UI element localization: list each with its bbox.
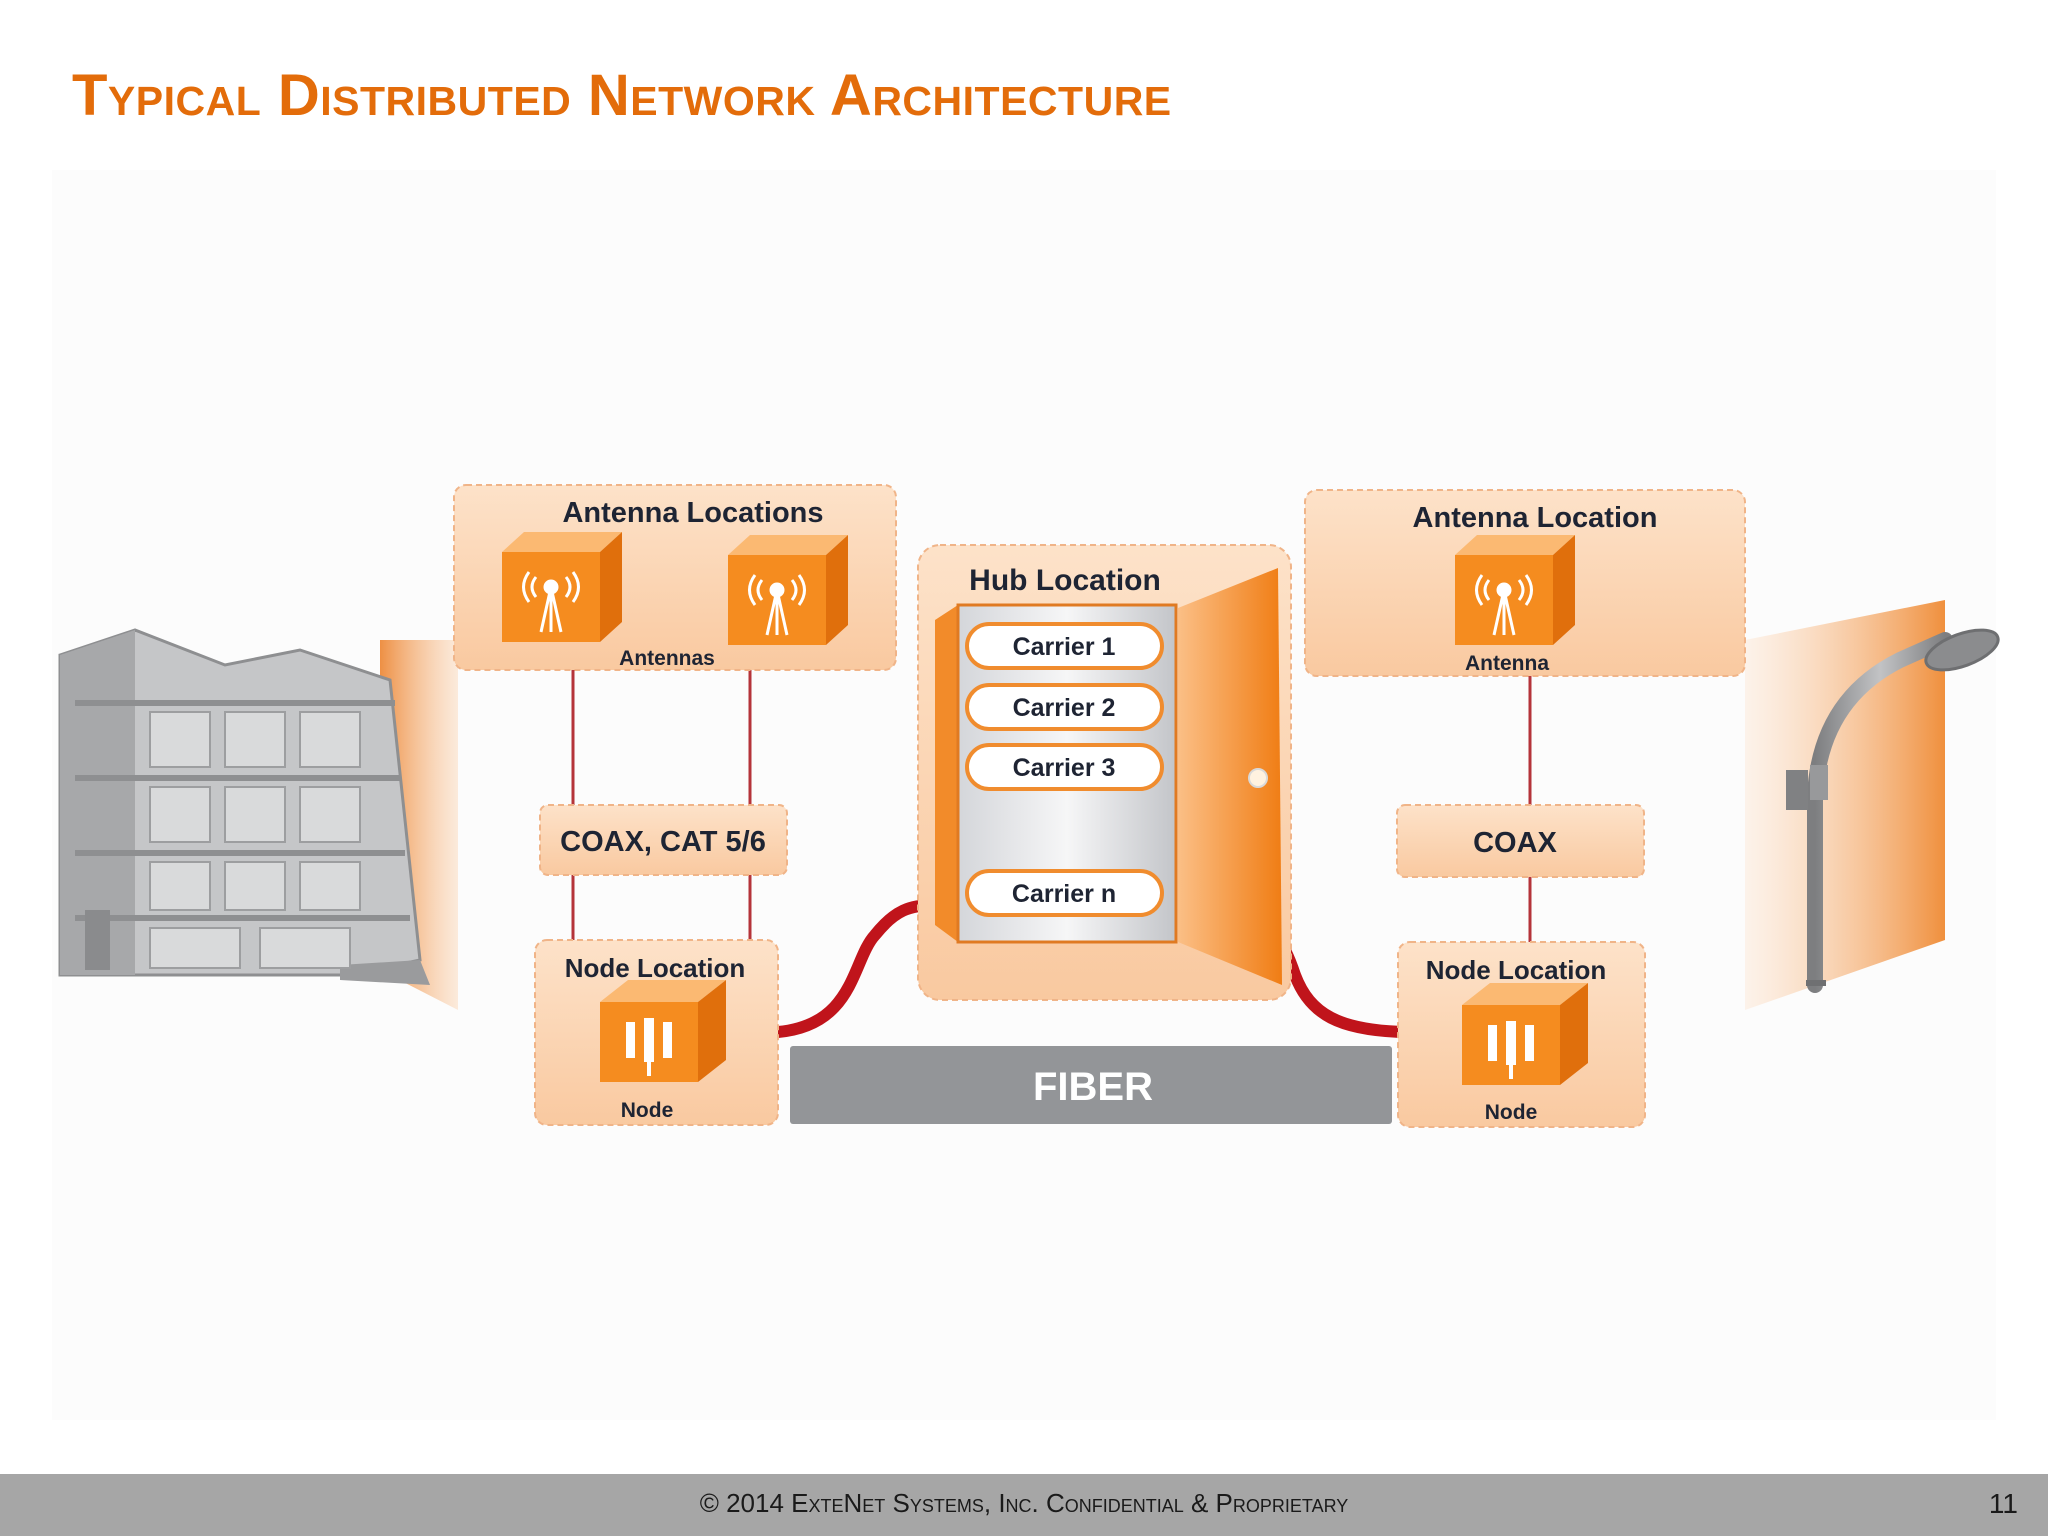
svg-text:Carrier 3: Carrier 3: [1013, 754, 1116, 782]
antenna-cube-icon: [502, 532, 622, 642]
carrier-pill-3: Carrier 3: [965, 743, 1164, 791]
right-node-box-title: Node Location: [1426, 955, 1607, 985]
slide-footer: © 2014 ExteNet Systems, Inc. Confidentia…: [0, 1474, 2048, 1536]
svg-text:COAX, CAT 5/6: COAX, CAT 5/6: [560, 826, 766, 858]
svg-text:Carrier n: Carrier n: [1012, 880, 1116, 908]
right-antenna-box-caption: Antenna: [1465, 652, 1549, 675]
street-light-icon: [1786, 628, 2000, 993]
antenna-cube-icon: [1455, 535, 1575, 645]
right-coverage-beam: [1745, 600, 1945, 1010]
fiber-cable-left: [772, 899, 941, 1038]
svg-text:Carrier 2: Carrier 2: [1013, 694, 1116, 722]
right-antenna-box-title: Antenna Location: [1413, 502, 1658, 534]
left-cable-label: COAX, CAT 5/6: [539, 804, 788, 876]
carrier-pill-2: Carrier 2: [965, 683, 1164, 731]
right-cable-label: COAX: [1396, 804, 1645, 878]
left-antenna-box-caption: Antennas: [619, 647, 715, 670]
hub-title: Hub Location: [969, 564, 1161, 597]
antenna-cube-icon: [728, 535, 848, 645]
antenna-coax-lines: [571, 670, 1532, 942]
left-antenna-box-title: Antenna Locations: [562, 497, 823, 529]
node-cube-icon: [600, 980, 726, 1082]
door-icon: [1178, 568, 1282, 985]
footer-copyright: © 2014 ExteNet Systems, Inc. Confidentia…: [699, 1488, 1349, 1518]
carrier-pill-n: Carrier n: [965, 869, 1164, 917]
right-node-box-caption: Node: [1485, 1101, 1538, 1124]
slide-title: Typical Distributed Network Architecture: [72, 63, 1172, 128]
fiber-bar: FIBER: [790, 1046, 1392, 1124]
svg-text:Carrier 1: Carrier 1: [1013, 633, 1116, 661]
svg-text:FIBER: FIBER: [1033, 1065, 1153, 1109]
building-icon: [58, 628, 430, 985]
carrier-pill-1: Carrier 1: [965, 622, 1164, 670]
svg-text:COAX: COAX: [1473, 827, 1557, 859]
left-node-box-title: Node Location: [565, 953, 746, 983]
page-number: 11: [1988, 1488, 2018, 1519]
node-cube-icon: [1462, 983, 1588, 1085]
left-node-box-caption: Node: [621, 1099, 674, 1122]
network-diagram: Antenna Locations Antennas COAX, CAT 5/6: [58, 484, 2000, 1128]
